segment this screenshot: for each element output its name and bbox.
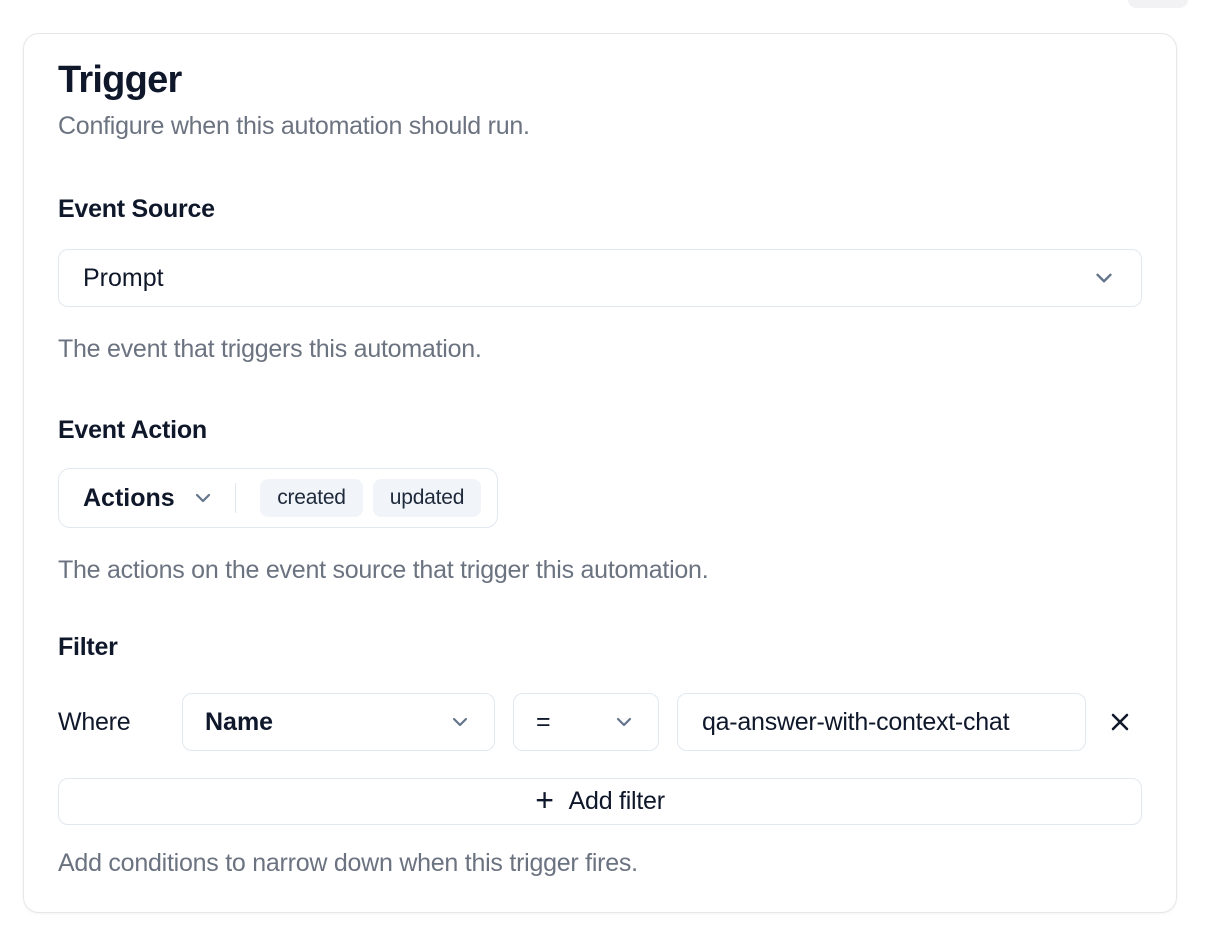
add-filter-label: Add filter [568,787,665,815]
filter-operator-value: = [536,707,551,736]
chevron-down-icon [195,493,210,503]
filter-value-input[interactable] [677,693,1086,751]
trigger-card: Trigger Configure when this automation s… [23,33,1177,913]
chevron-down-icon [452,717,468,727]
remove-filter-button[interactable] [1098,700,1142,744]
filter-operator-select[interactable]: = [513,693,659,751]
event-action-help: The actions on the event source that tri… [58,556,709,584]
filter-prefix-label: Where [58,707,131,736]
page-subtitle: Configure when this automation should ru… [58,112,530,140]
chevron-down-icon [1096,273,1112,283]
event-source-select[interactable]: Prompt [58,249,1142,307]
action-tag-updated[interactable]: updated [372,479,482,517]
filter-row: Where Name = [58,693,1142,751]
chevron-down-icon [616,717,632,727]
page-title: Trigger [58,59,182,101]
cropped-edge-element [1128,0,1188,8]
event-source-label: Event Source [58,195,215,223]
filter-field-select[interactable]: Name [182,693,495,751]
add-filter-button[interactable]: + Add filter [58,778,1142,825]
x-close-icon [1111,713,1129,731]
event-action-control: Actions created updated [58,468,499,528]
actions-dropdown-label: Actions [83,483,175,512]
event-action-label: Event Action [58,416,207,444]
plus-icon: + [535,782,554,818]
event-source-selected-value: Prompt [83,263,164,292]
event-source-help: The event that triggers this automation. [58,335,482,363]
divider [234,483,237,513]
actions-dropdown-button[interactable]: Actions [83,484,215,513]
filter-label: Filter [58,633,118,661]
action-tag-created[interactable]: created [260,479,363,517]
filter-help: Add conditions to narrow down when this … [58,849,638,877]
filter-field-value: Name [205,707,274,736]
